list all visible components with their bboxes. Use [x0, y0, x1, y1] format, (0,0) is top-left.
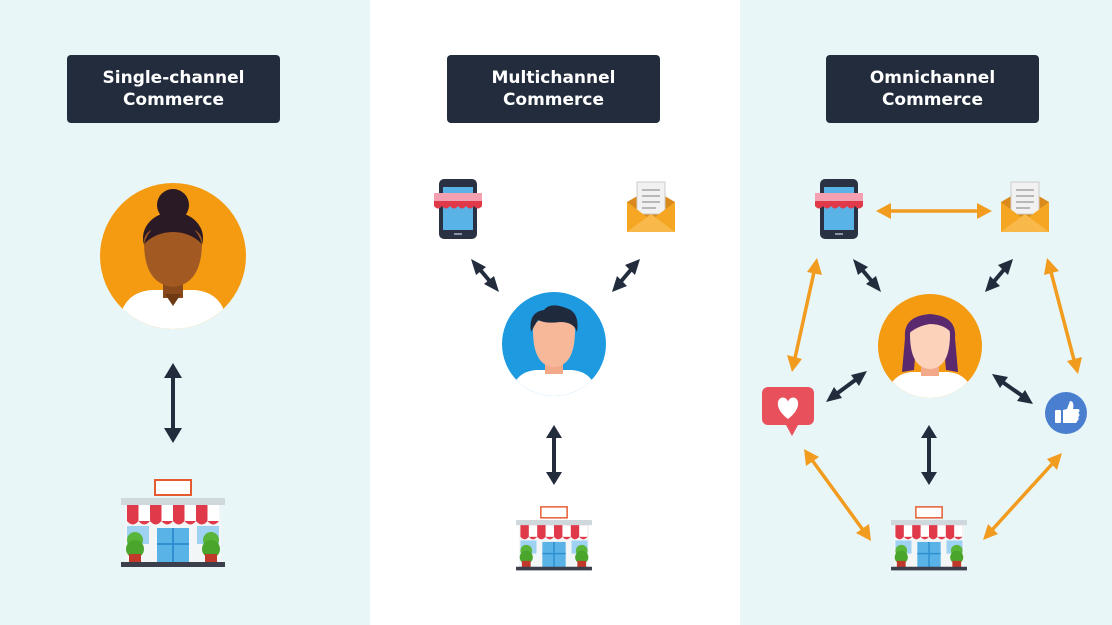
omnichannel-email-icon — [1000, 181, 1050, 233]
multichannel-arrow-store — [546, 425, 562, 485]
omnichannel-arrow-mobile-like — [787, 258, 822, 372]
omnichannel-arrow-mobile-customer — [853, 259, 881, 292]
multichannel-arrow-mobile — [471, 259, 499, 292]
omnichannel-arrow-thumbs-customer — [992, 374, 1033, 404]
single-channel-customer-avatar — [100, 183, 246, 329]
omnichannel-like-icon — [762, 387, 814, 436]
multichannel-store-icon — [515, 506, 593, 572]
omnichannel-mobile-shop-icon — [815, 179, 863, 239]
title-multichannel-text: Multichannel Commerce — [491, 68, 616, 110]
title-omnichannel: Omnichannel Commerce — [826, 55, 1039, 123]
omnichannel-arrow-email-thumbs — [1044, 258, 1082, 374]
omnichannel-thumbs-up-icon — [1045, 392, 1087, 434]
omnichannel-arrow-mobile-email — [876, 203, 992, 219]
omnichannel-arrow-customer-store — [921, 425, 937, 485]
omnichannel-customer-avatar — [878, 294, 982, 398]
omnichannel-store-icon — [890, 506, 968, 572]
multichannel-customer-avatar — [502, 292, 606, 396]
omnichannel-arrow-like-store — [804, 449, 871, 541]
omnichannel-arrow-like-customer — [826, 371, 867, 402]
multichannel-email-icon — [626, 181, 676, 233]
multichannel-arrow-email — [612, 259, 640, 292]
omnichannel-arrow-email-customer — [985, 259, 1013, 292]
multichannel-mobile-shop-icon — [434, 179, 482, 239]
title-multichannel: Multichannel Commerce — [447, 55, 660, 123]
single-channel-store-icon — [120, 479, 226, 568]
title-single-channel-text: Single-channel Commerce — [102, 68, 245, 110]
title-omnichannel-text: Omnichannel Commerce — [869, 68, 996, 110]
single-channel-arrow — [164, 363, 182, 443]
title-single-channel: Single-channel Commerce — [67, 55, 280, 123]
omnichannel-arrow-thumbs-store — [983, 453, 1062, 540]
